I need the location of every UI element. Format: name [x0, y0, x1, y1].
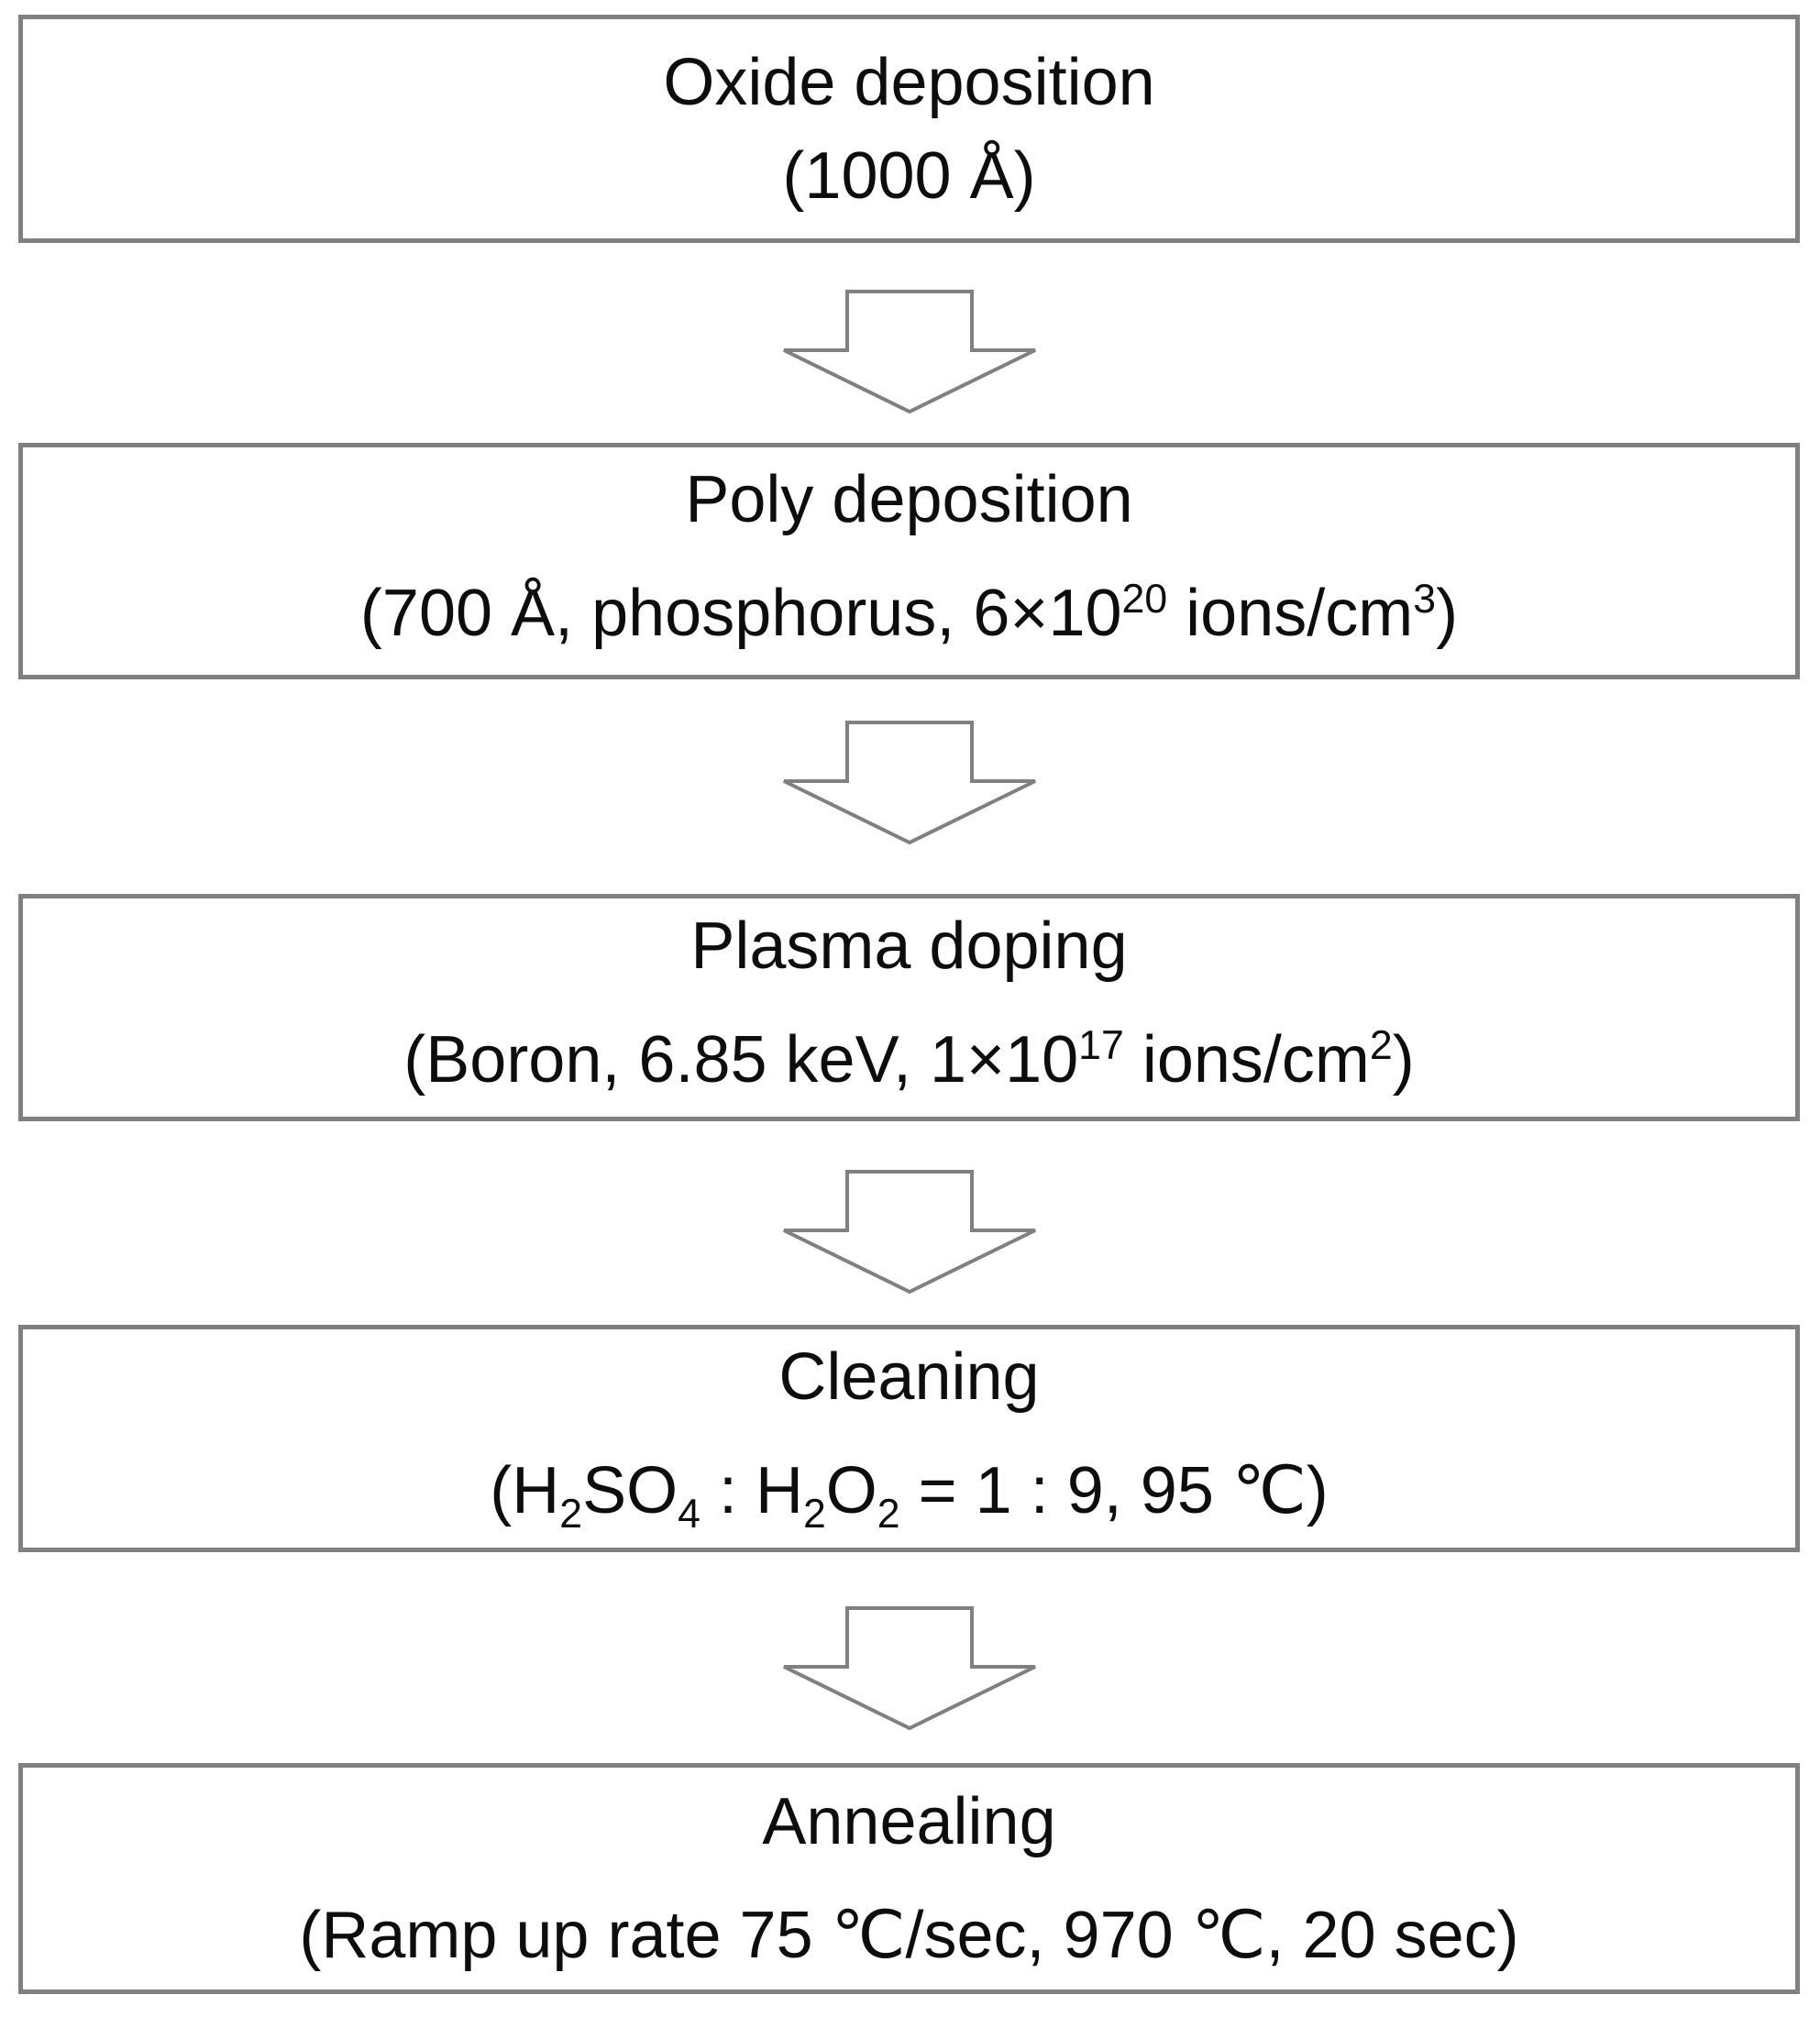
- down-arrow-icon: [781, 290, 1038, 414]
- step-box-oxide-deposition: Oxide deposition (1000 Å): [18, 15, 1800, 243]
- step-title: Poly deposition: [685, 463, 1133, 536]
- superscript: 2: [1369, 1023, 1393, 1069]
- step-detail: (Boron, 6.85 keV, 1×1017 ions/cm2): [403, 1023, 1415, 1097]
- down-arrow-icon: [781, 1170, 1038, 1295]
- down-arrow-icon: [781, 721, 1038, 845]
- subscript: 2: [802, 1491, 826, 1537]
- step-box-cleaning: Cleaning (H2SO4 : H2O2 = 1 : 9, 95 ℃): [18, 1325, 1800, 1552]
- step-detail: (700 Å, phosphorus, 6×1020 ions/cm3): [359, 577, 1459, 650]
- step-detail: (1000 Å): [782, 138, 1036, 213]
- superscript: 20: [1121, 577, 1168, 623]
- step-title: Cleaning: [778, 1340, 1040, 1414]
- step-box-plasma-doping: Plasma doping (Boron, 6.85 keV, 1×1017 i…: [18, 894, 1800, 1121]
- step-title: Plasma doping: [690, 909, 1128, 983]
- step-detail: (H2SO4 : H2O2 = 1 : 9, 95 ℃): [490, 1454, 1329, 1537]
- step-box-poly-deposition: Poly deposition (700 Å, phosphorus, 6×10…: [18, 443, 1800, 679]
- subscript: 2: [877, 1491, 900, 1537]
- step-title: Oxide deposition: [663, 45, 1155, 119]
- step-detail: (Ramp up rate 75 ℃/sec, 970 ℃, 20 sec): [299, 1899, 1519, 1972]
- step-box-annealing: Annealing (Ramp up rate 75 ℃/sec, 970 ℃,…: [18, 1763, 1800, 1994]
- down-arrow-icon: [781, 1606, 1038, 1731]
- step-title: Annealing: [762, 1785, 1056, 1858]
- superscript: 17: [1078, 1023, 1124, 1069]
- subscript: 4: [678, 1491, 700, 1537]
- superscript: 3: [1413, 577, 1437, 623]
- subscript: 2: [559, 1491, 583, 1537]
